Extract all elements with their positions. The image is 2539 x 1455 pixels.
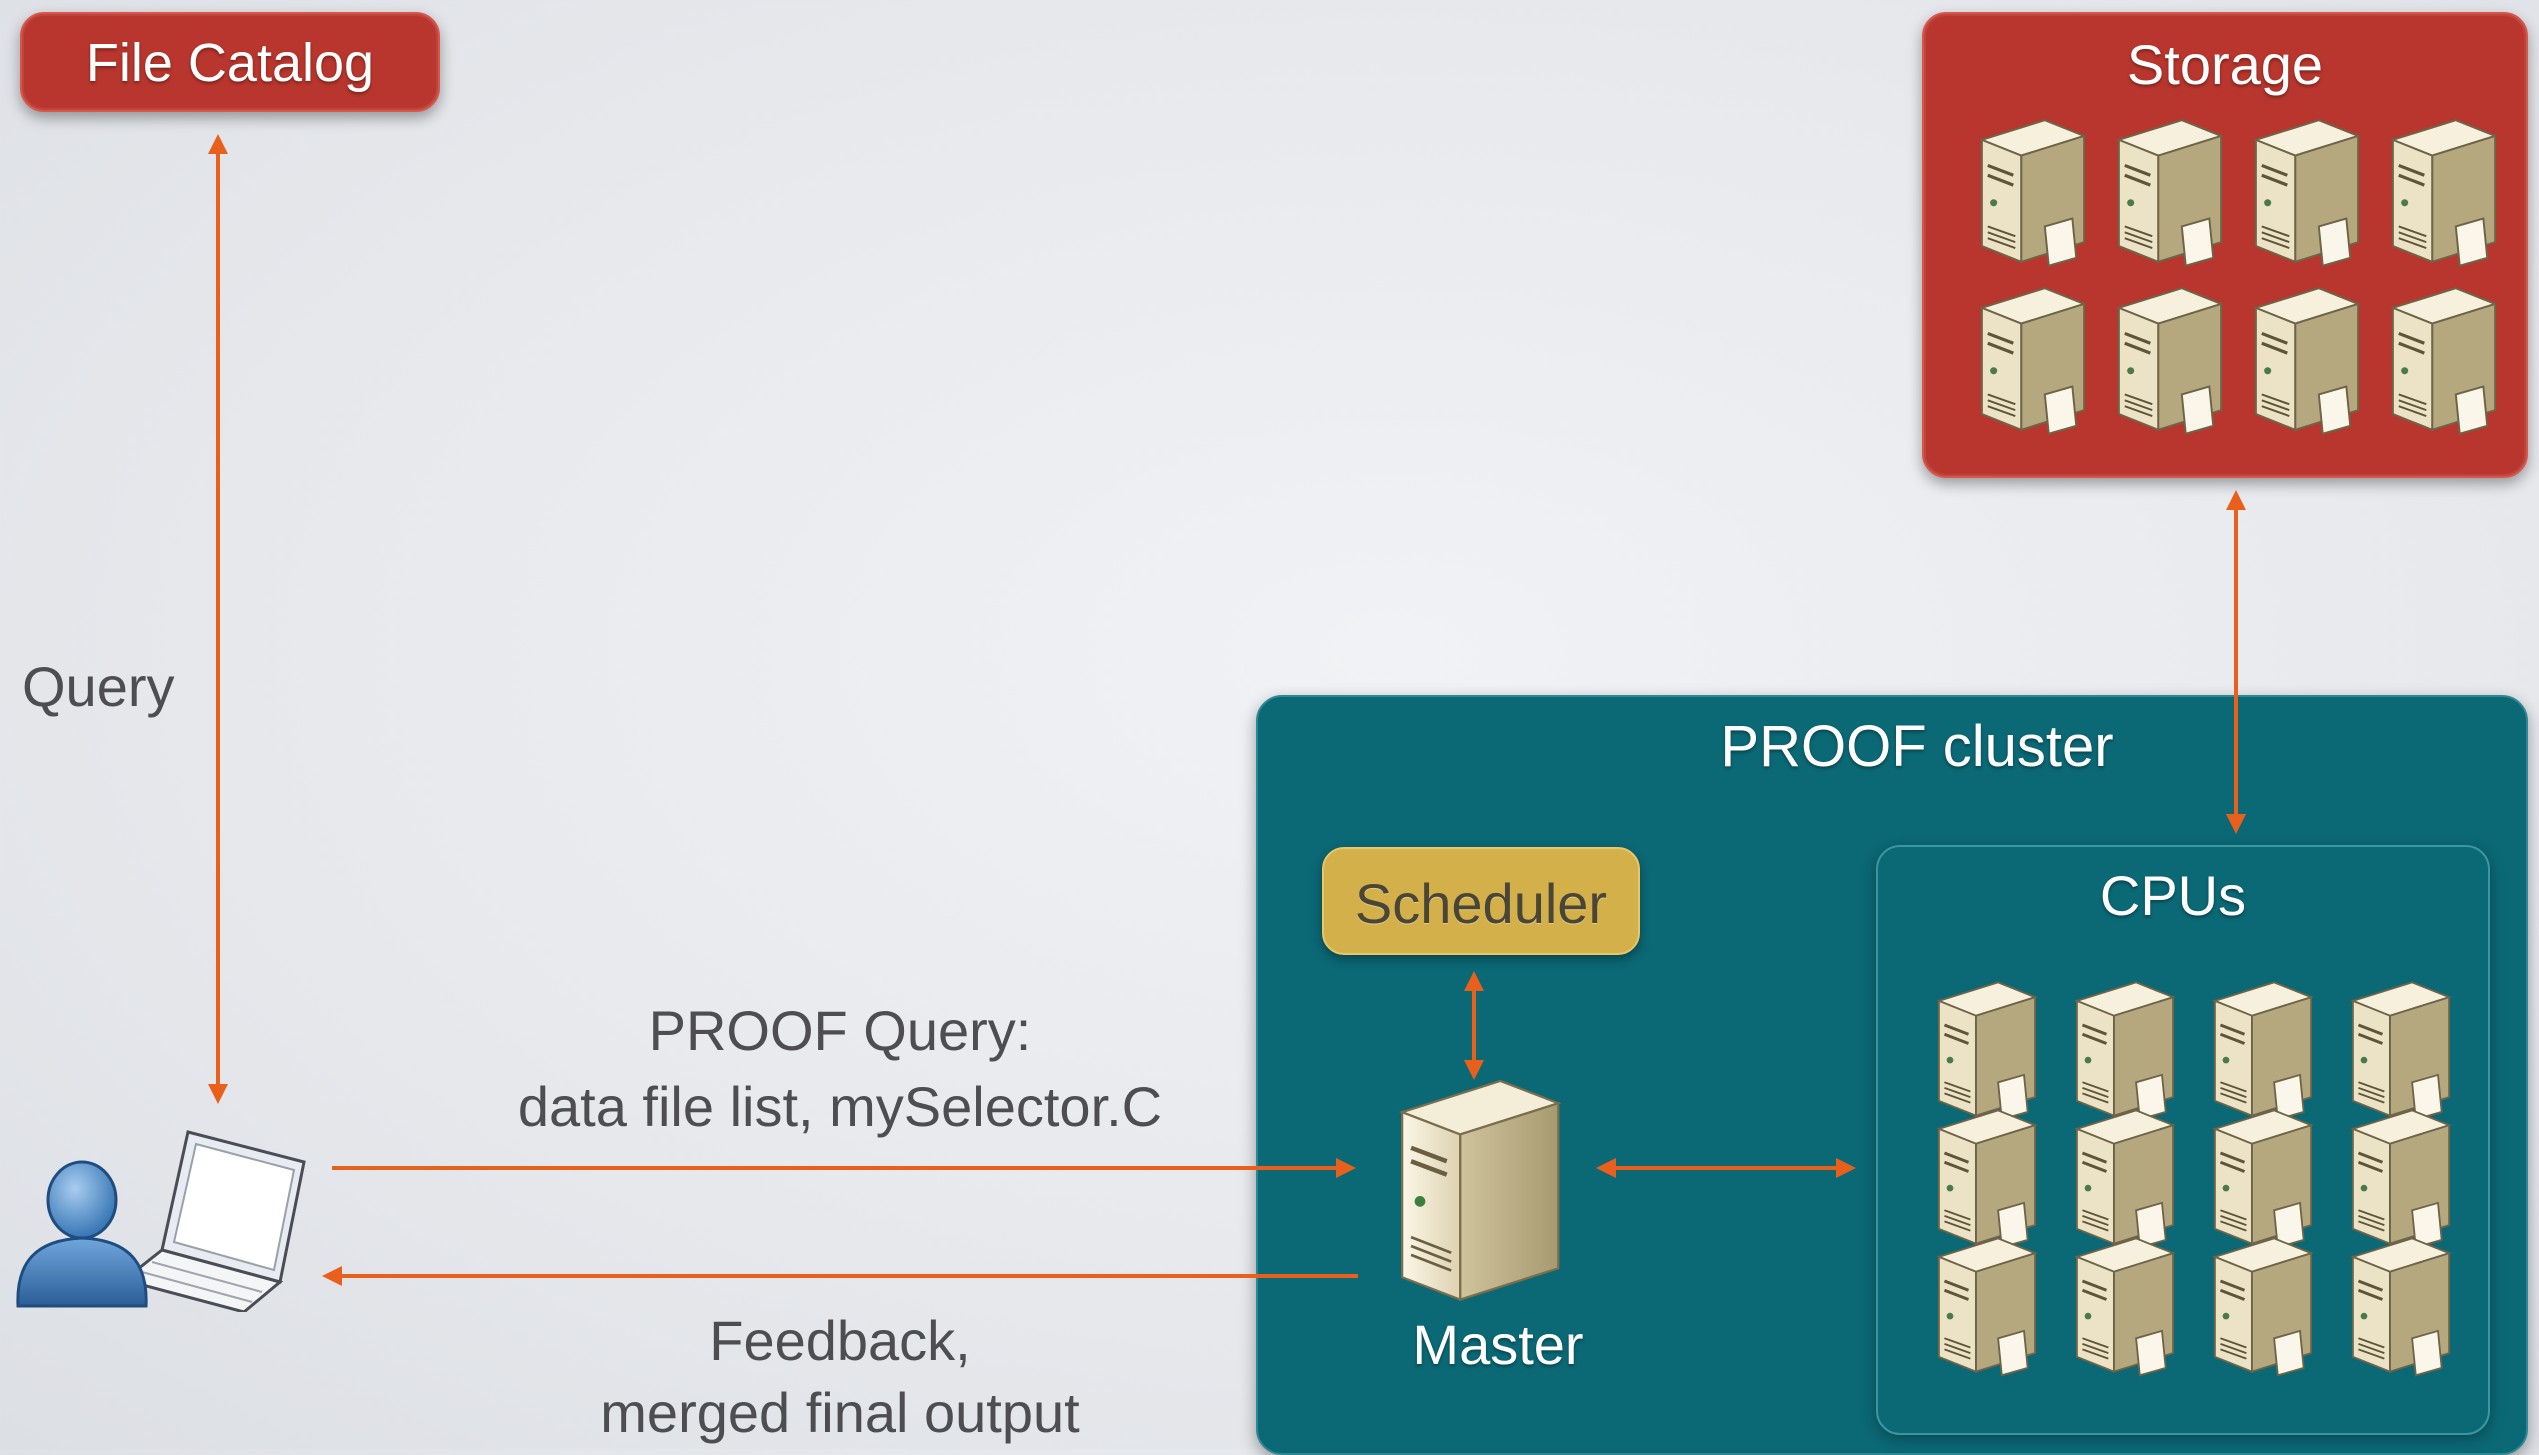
proof-query-label-line2: data file list, mySelector.C bbox=[517, 1075, 1163, 1138]
server-tower-icon bbox=[2204, 1231, 2322, 1384]
server-tower-icon bbox=[1928, 1231, 2046, 1384]
feedback-label-line2: merged final output bbox=[600, 1381, 1080, 1444]
server-tower-icon bbox=[1928, 1103, 2046, 1256]
server-tower-icon bbox=[2342, 975, 2460, 1128]
storage-node: Storage bbox=[1922, 12, 2528, 478]
file-catalog-node: File Catalog bbox=[20, 12, 440, 112]
cpus-label: CPUs bbox=[2099, 864, 2247, 927]
server-tower-icon bbox=[2204, 1103, 2322, 1256]
file-catalog-label: File Catalog bbox=[85, 33, 375, 93]
user-laptop-icon bbox=[12, 1122, 312, 1314]
proof-cluster-label: PROOF cluster bbox=[1720, 714, 2114, 779]
server-tower-icon bbox=[1974, 112, 2092, 275]
server-tower-icon bbox=[2066, 1231, 2184, 1384]
query-label: Query bbox=[22, 655, 175, 718]
server-tower-icon bbox=[2066, 975, 2184, 1128]
server-tower-icon bbox=[2111, 280, 2229, 443]
server-tower-icon bbox=[1974, 280, 2092, 443]
server-tower-icon bbox=[1928, 975, 2046, 1128]
server-tower-icon bbox=[2342, 1103, 2460, 1256]
server-tower-icon bbox=[2385, 280, 2503, 443]
server-tower-icon bbox=[2385, 112, 2503, 275]
server-tower-icon bbox=[2111, 112, 2229, 275]
master-label: Master bbox=[1412, 1313, 1584, 1376]
proof-query-label-line1: PROOF Query: bbox=[648, 999, 1032, 1062]
feedback-label-line1: Feedback, bbox=[709, 1309, 971, 1372]
server-tower-icon bbox=[2248, 280, 2366, 443]
scheduler-label: Scheduler bbox=[1354, 872, 1608, 935]
storage-label: Storage bbox=[2126, 33, 2324, 96]
server-tower-icon bbox=[2342, 1231, 2460, 1384]
server-tower-icon bbox=[2248, 112, 2366, 275]
server-tower-icon bbox=[2066, 1103, 2184, 1256]
master-server-icon bbox=[1388, 1072, 1568, 1304]
cpus-node: CPUs bbox=[1876, 845, 2490, 1435]
server-tower-icon bbox=[2204, 975, 2322, 1128]
scheduler-node: Scheduler bbox=[1322, 847, 1640, 955]
